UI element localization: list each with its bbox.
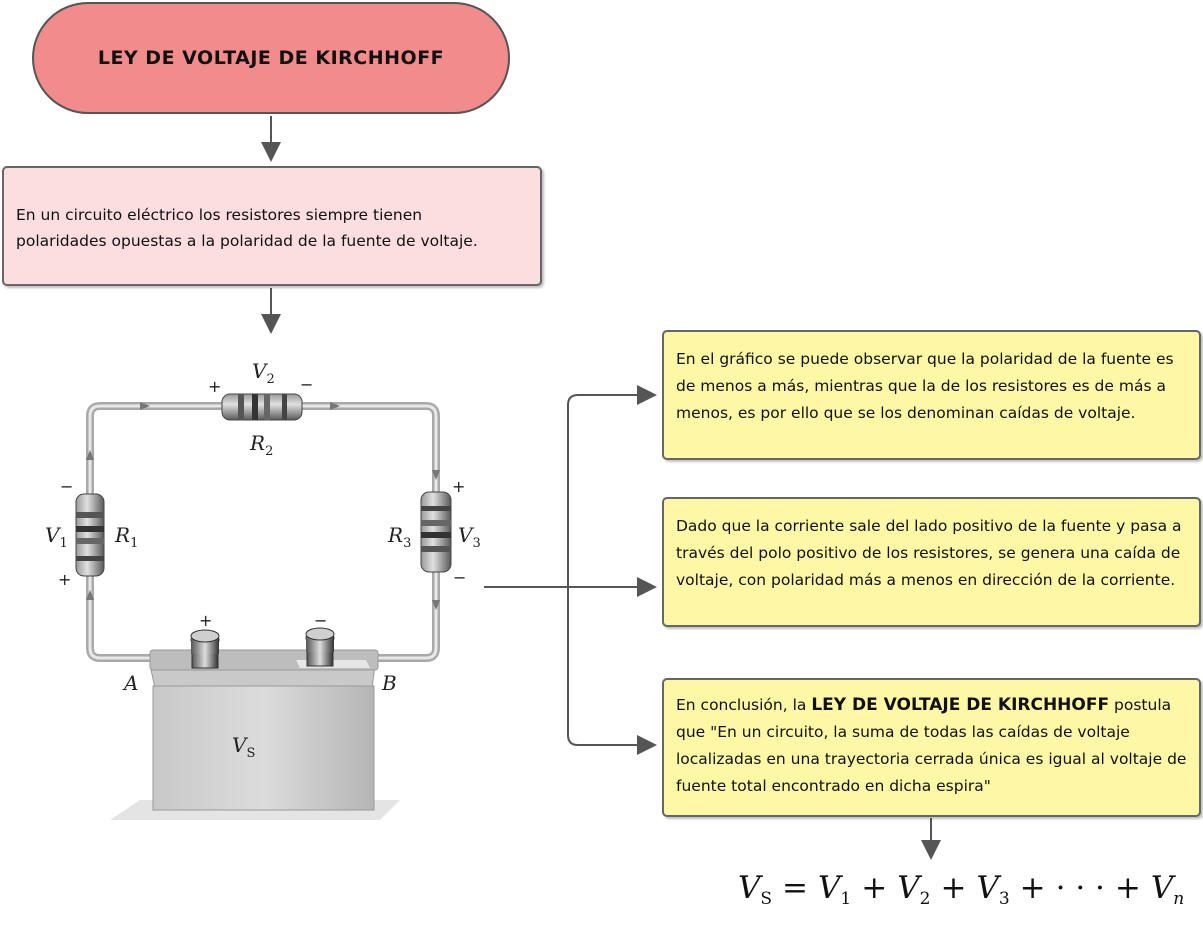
r3-plus: + xyxy=(452,477,465,496)
label-r3: R3 xyxy=(387,523,411,551)
conclusion-suffix: postula que "En un circuito, la suma de … xyxy=(676,696,1187,795)
label-v3: V3 xyxy=(458,523,481,551)
label-r1: R1 xyxy=(114,523,138,551)
note-box-polarity-text: En el gráfico se puede observar que la p… xyxy=(676,350,1174,422)
intro-line-2: polaridades opuestas a la polaridad de l… xyxy=(16,232,478,250)
label-vs: VS xyxy=(232,733,255,761)
arrow-to-box1 xyxy=(567,385,657,587)
title-text: LEY DE VOLTAJE DE KIRCHHOFF xyxy=(97,47,445,69)
r2-minus: − xyxy=(300,375,313,394)
r2-plus: + xyxy=(208,377,221,396)
label-v1: V1 xyxy=(45,523,68,551)
intro-box: En un circuito eléctrico los resistores … xyxy=(2,166,542,286)
label-v2: V2 xyxy=(252,359,275,387)
r1-plus: + xyxy=(58,570,71,589)
title-oval: LEY DE VOLTAJE DE KIRCHHOFF xyxy=(32,2,510,114)
battery-plus: + xyxy=(199,611,212,630)
conclusion-highlight: LEY DE VOLTAJE DE KIRCHHOFF xyxy=(811,695,1110,715)
r1-minus: − xyxy=(60,477,73,496)
note-box-current: Dado que la corriente sale del lado posi… xyxy=(662,497,1201,627)
node-a: A xyxy=(122,671,138,695)
terminal-negative xyxy=(305,627,335,667)
resistor-r3 xyxy=(420,491,452,573)
label-r2: R2 xyxy=(249,431,273,459)
arrow-to-box3 xyxy=(567,587,657,755)
note-box-polarity: En el gráfico se puede observar que la p… xyxy=(662,330,1201,460)
circuit-diagram: V2 R2 + − V1 R1 − + R3 V3 + − + − A B VS xyxy=(45,359,481,820)
node-b: B xyxy=(381,671,397,695)
battery xyxy=(110,649,400,820)
r3-minus: − xyxy=(453,568,466,587)
battery-minus: − xyxy=(314,611,327,630)
terminal-positive xyxy=(190,629,220,669)
conclusion-prefix: En conclusión, la xyxy=(676,696,812,714)
intro-line-1: En un circuito eléctrico los resistores … xyxy=(16,206,423,224)
kvl-formula: VS=V1+V2+V3+· · ·+Vn xyxy=(738,870,1185,909)
note-box-current-text: Dado que la corriente sale del lado posi… xyxy=(676,517,1182,589)
resistor-r1 xyxy=(75,493,105,577)
resistor-r2 xyxy=(221,393,303,421)
note-box-conclusion: En conclusión, la LEY DE VOLTAJE DE KIRC… xyxy=(662,678,1201,817)
